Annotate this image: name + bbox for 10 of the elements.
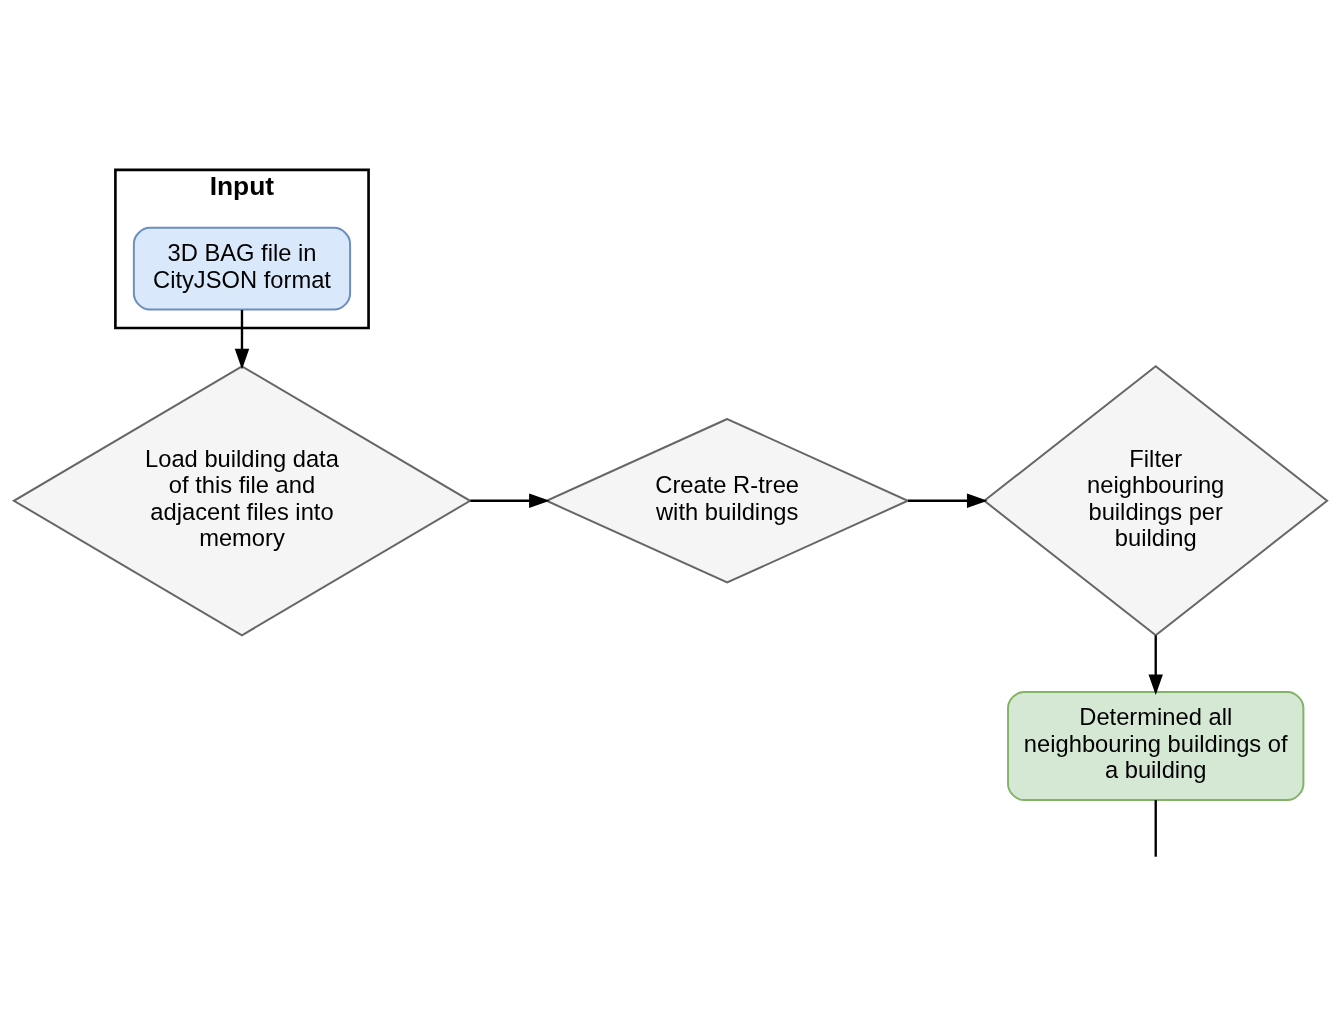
arrow [470,493,550,508]
arrow [234,310,250,370]
node-diamond: Filter neighbouring buildings per building [982,365,1329,637]
arrow [1148,635,1163,696]
node-box: Determined all neighbouring buildings of a building [1007,690,1305,802]
node-box: 3D BAG file in CityJSON format [132,226,352,311]
connector [1154,800,1157,857]
node-diamond: Create R-tree with buildings [544,417,911,584]
arrow [908,493,988,508]
node-diamond: Load building data of this file and adjacent files into memory [11,365,473,637]
